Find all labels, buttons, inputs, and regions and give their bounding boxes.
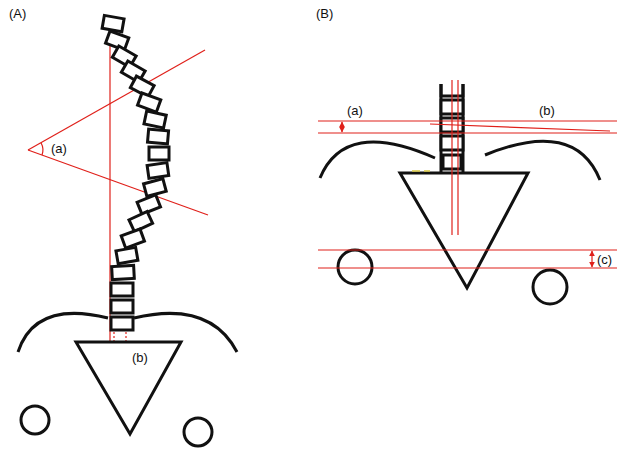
pelvis: [320, 141, 600, 304]
vertebrae: [102, 15, 169, 330]
tilt-label: (b): [538, 103, 556, 118]
offset-label: (b): [131, 350, 149, 365]
level-lines: [318, 80, 617, 268]
marker-dash: [412, 170, 430, 172]
panel-label: (A): [8, 6, 27, 21]
panel-label: (B): [315, 6, 334, 21]
height-label: (c): [596, 252, 613, 267]
tilt-label: (a): [346, 103, 364, 118]
angle-label: (a): [50, 141, 68, 156]
pelvis: [18, 313, 237, 446]
